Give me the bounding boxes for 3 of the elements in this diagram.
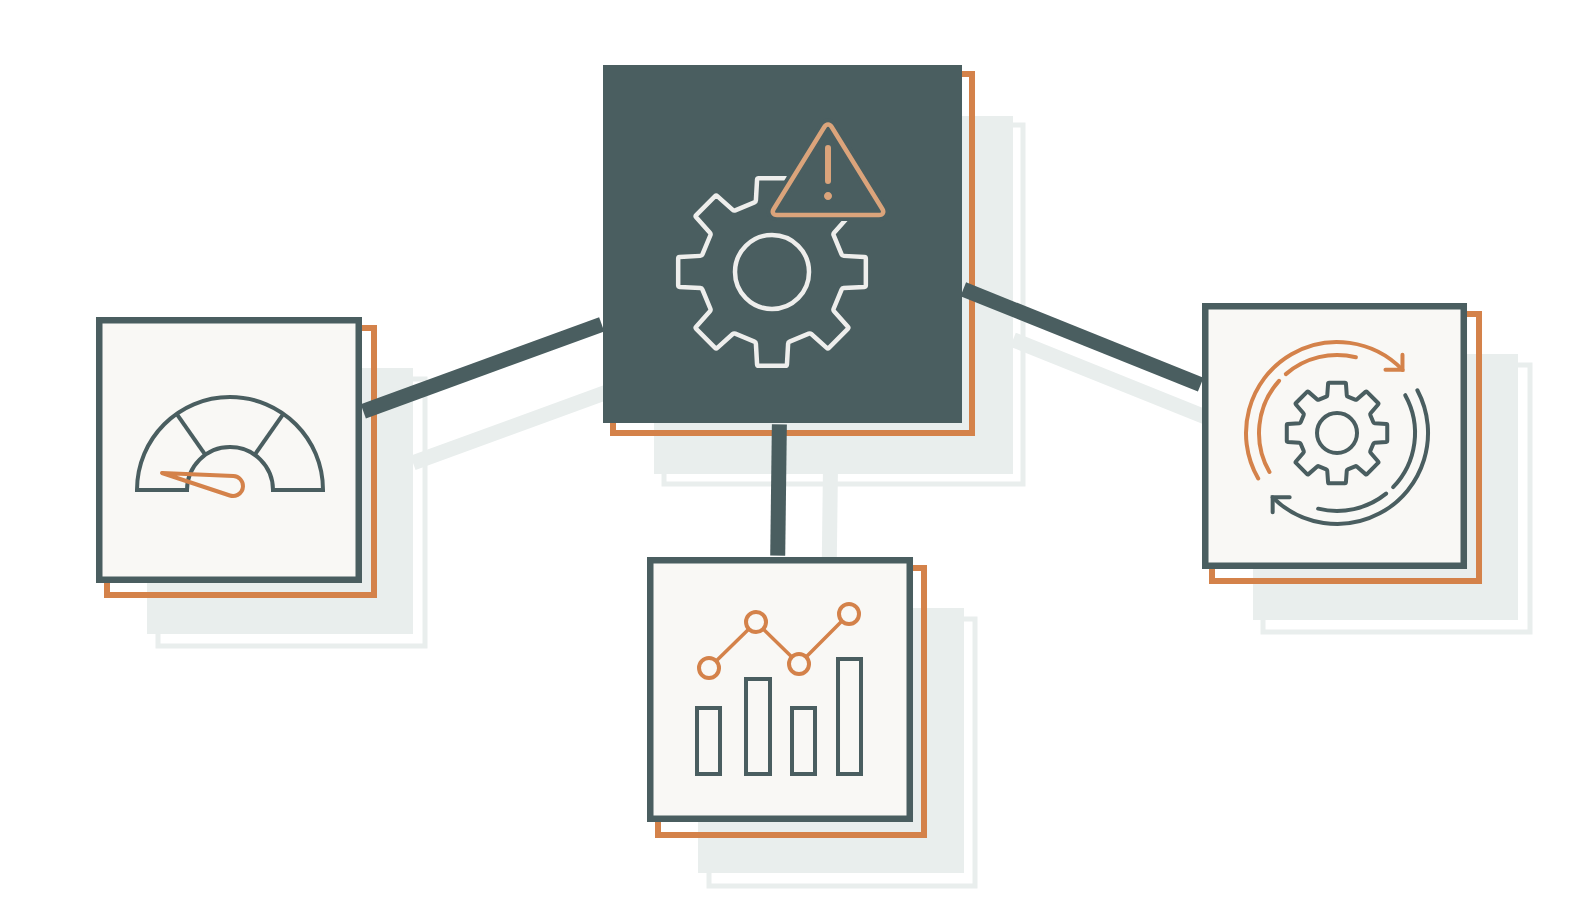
connector-line [360, 317, 605, 419]
connector-line [960, 282, 1204, 392]
connector-line [770, 424, 787, 556]
